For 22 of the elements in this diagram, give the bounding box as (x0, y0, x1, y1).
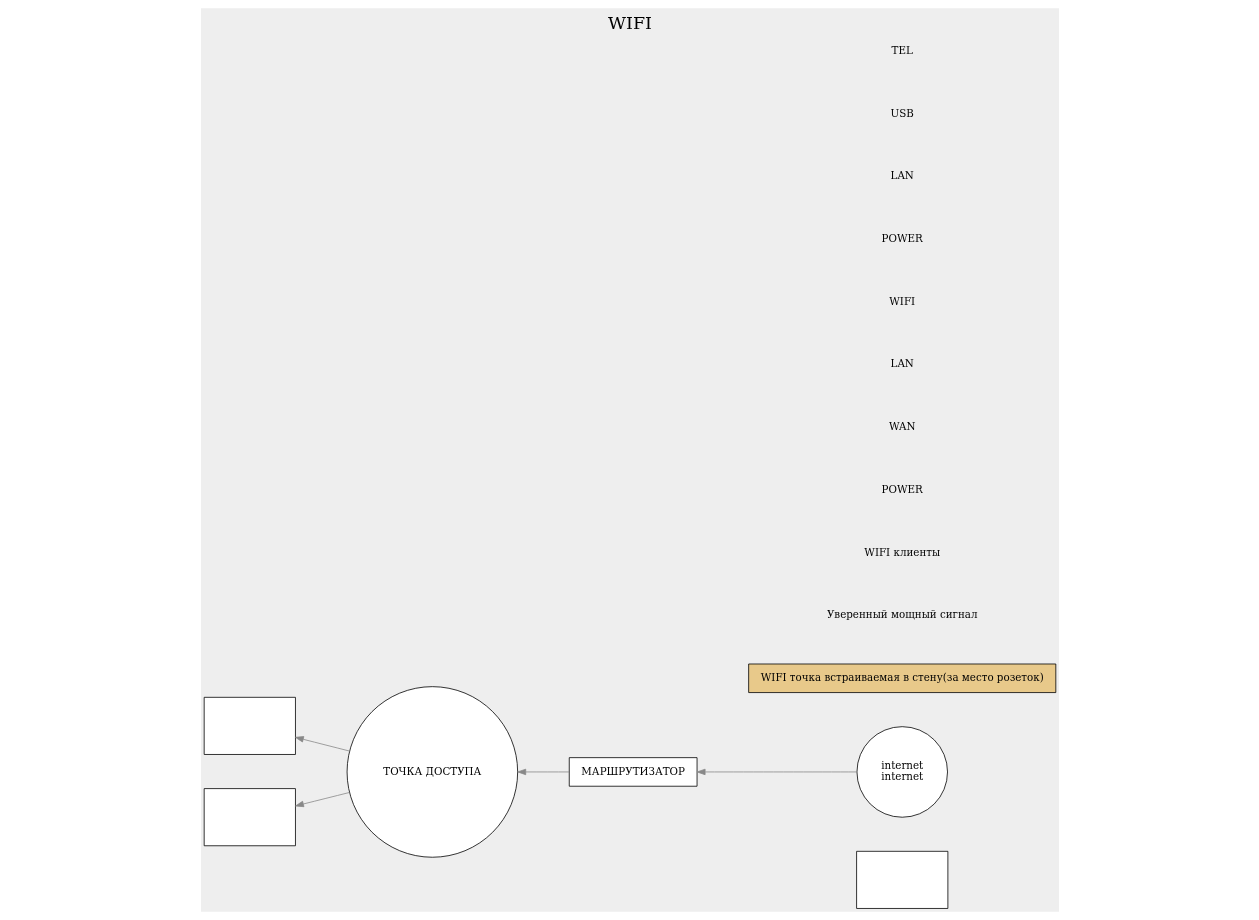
label: POWER (881, 482, 923, 495)
label: USB (890, 106, 914, 119)
node-circle: internet internet (856, 726, 948, 818)
label: WIFI (888, 294, 915, 307)
label: Уверенный мощный сигнал (826, 608, 978, 621)
label: WAN (888, 420, 915, 433)
node-box (203, 788, 296, 847)
label: LAN (890, 169, 914, 182)
node-box: WIFI точка встраиваемая в стену(за место розеток) (747, 663, 1056, 693)
label: WIFI клиенты (863, 545, 940, 558)
arrow (516, 768, 569, 776)
label: LAN (890, 357, 914, 370)
arrow (696, 768, 857, 776)
arrow (294, 736, 350, 752)
label: TEL (891, 43, 913, 56)
node-box: МАРШРУТИЗАТОР (568, 757, 697, 787)
label: POWER (881, 232, 923, 245)
node-circle: ТОЧКА ДОСТУПА (346, 686, 518, 858)
node-box (855, 850, 948, 909)
arrow (294, 792, 350, 808)
node-box (203, 696, 296, 755)
diagram-title: WIFI (607, 12, 652, 33)
